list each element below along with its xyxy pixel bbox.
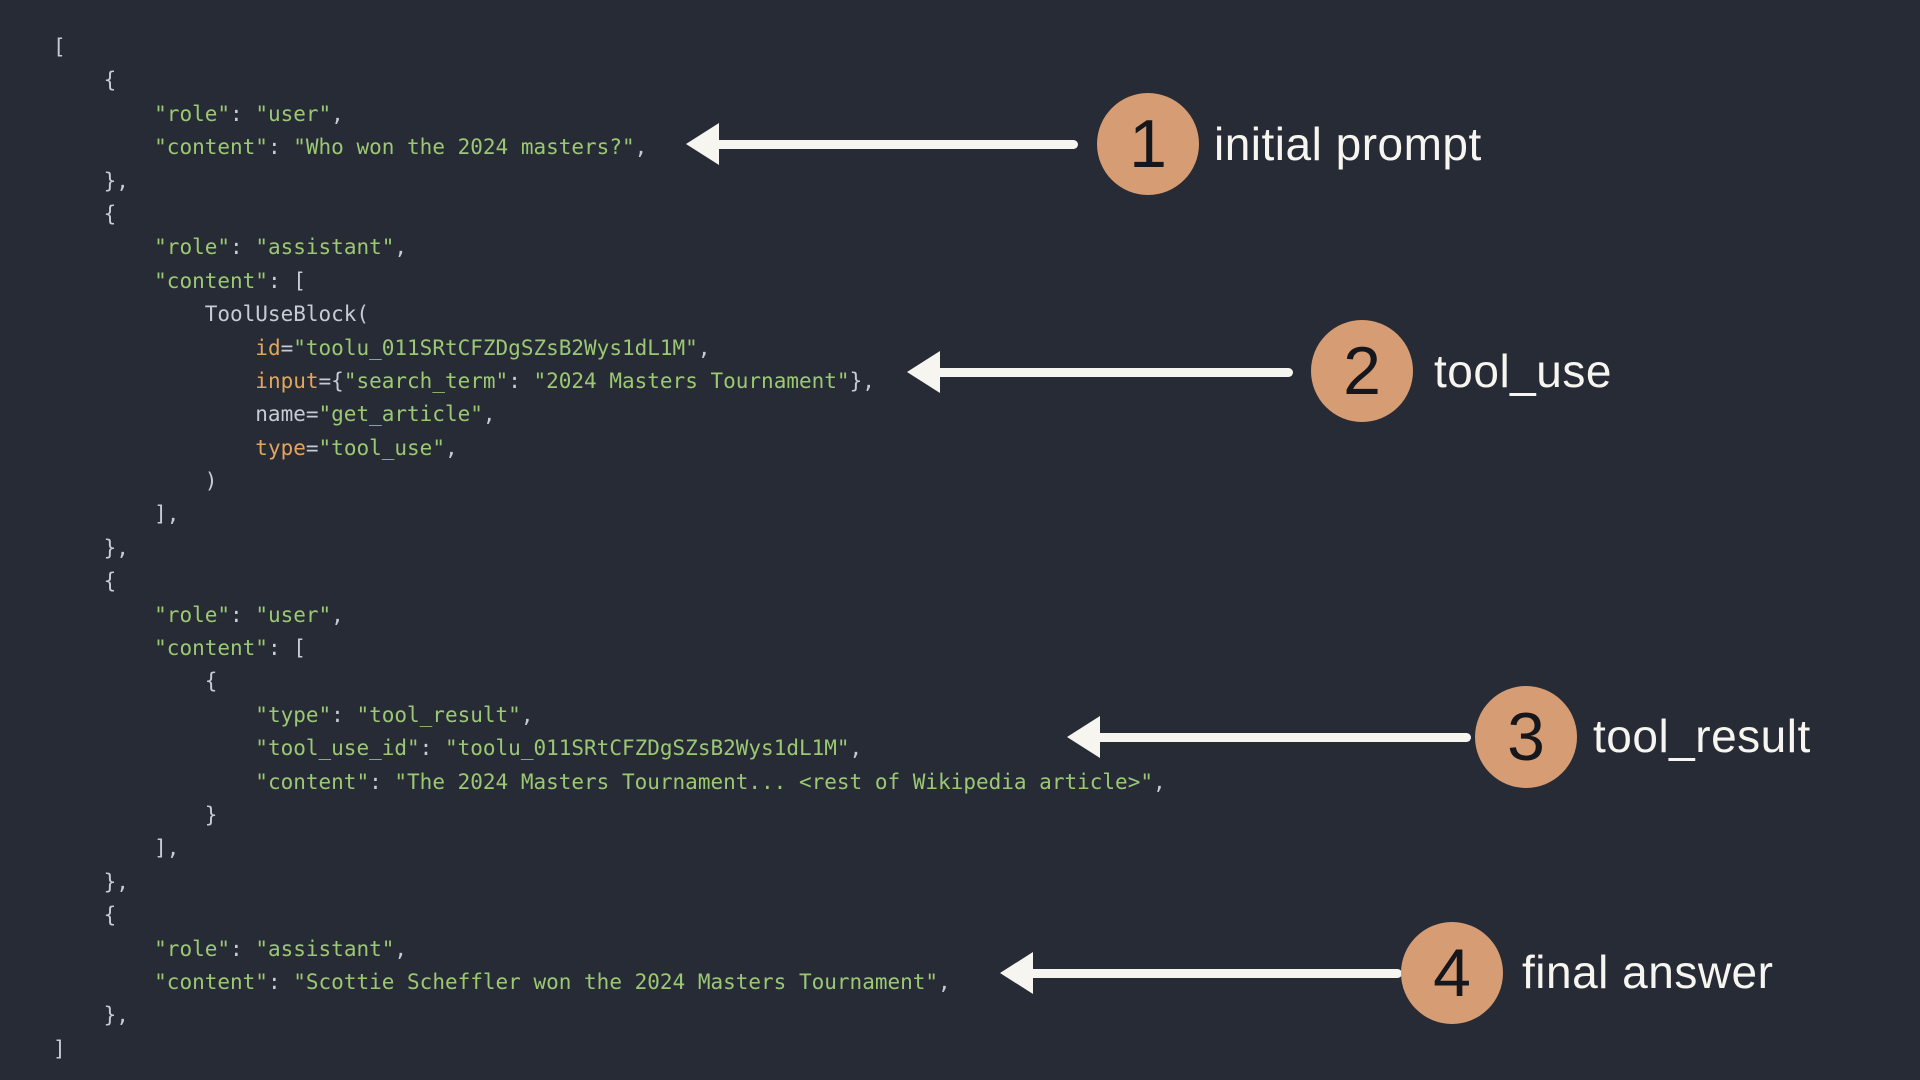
code-line: "role": "user",: [154, 101, 344, 126]
code-line: }: [53, 802, 218, 827]
code-line: ],: [53, 502, 180, 527]
step-badge-1: 1: [1097, 93, 1199, 195]
code-line: name="get_article",: [53, 402, 496, 427]
step-number: 3: [1507, 699, 1545, 775]
arrow-shaft: [712, 140, 1078, 149]
code-line: },: [53, 869, 129, 894]
code-line: ]: [53, 1036, 66, 1061]
arrow-shaft: [1026, 969, 1402, 978]
arrow-shaft: [1093, 733, 1471, 742]
code-line: "content": [: [154, 636, 306, 661]
code-block: [ { "role": "user", "content": "Who won …: [53, 31, 1166, 1066]
step-badge-3: 3: [1475, 686, 1577, 788]
code-line: [: [53, 35, 66, 59]
code-line: {: [53, 201, 117, 226]
code-line: "type": "tool_result",: [255, 702, 534, 727]
annotation-label: tool_use: [1434, 345, 1612, 397]
annotation-label: final answer: [1522, 946, 1774, 998]
code-line: id="toolu_011SRtCFZDgSZsB2Wys1dL1M",: [255, 335, 711, 360]
code-line: "content": "Scottie Scheffler won the 20…: [154, 969, 951, 994]
code-line: "tool_use_id": "toolu_011SRtCFZDgSZsB2Wy…: [255, 736, 863, 761]
code-line: {: [53, 903, 117, 928]
code-line: "role": "assistant",: [154, 936, 408, 961]
step-number: 2: [1343, 333, 1381, 409]
code-line: },: [53, 535, 129, 560]
arrow-shaft: [933, 368, 1293, 377]
code-line: "role": "assistant",: [154, 235, 408, 260]
step-number: 4: [1433, 935, 1471, 1011]
code-line: type="tool_use",: [255, 435, 458, 460]
code-line: input={"search_term": "2024 Masters Tour…: [255, 368, 875, 393]
code-line: {: [53, 68, 117, 93]
code-line: ],: [53, 836, 180, 861]
annotation-label: initial prompt: [1214, 118, 1482, 170]
annotation-label: tool_result: [1593, 710, 1811, 762]
step-number: 1: [1129, 106, 1167, 182]
step-badge-4: 4: [1401, 922, 1503, 1024]
code-line: },: [53, 1003, 129, 1028]
code-line: "content": [: [154, 268, 306, 293]
code-line: ): [53, 469, 218, 494]
code-line: ToolUseBlock(: [53, 302, 370, 327]
code-line: },: [53, 168, 129, 193]
code-line: "content": "The 2024 Masters Tournament.…: [255, 769, 1166, 794]
code-line: "role": "user",: [154, 602, 344, 627]
code-line: {: [53, 669, 218, 694]
code-line: {: [53, 569, 117, 594]
code-line: "content": "Who won the 2024 masters?",: [154, 135, 648, 160]
step-badge-2: 2: [1311, 320, 1413, 422]
